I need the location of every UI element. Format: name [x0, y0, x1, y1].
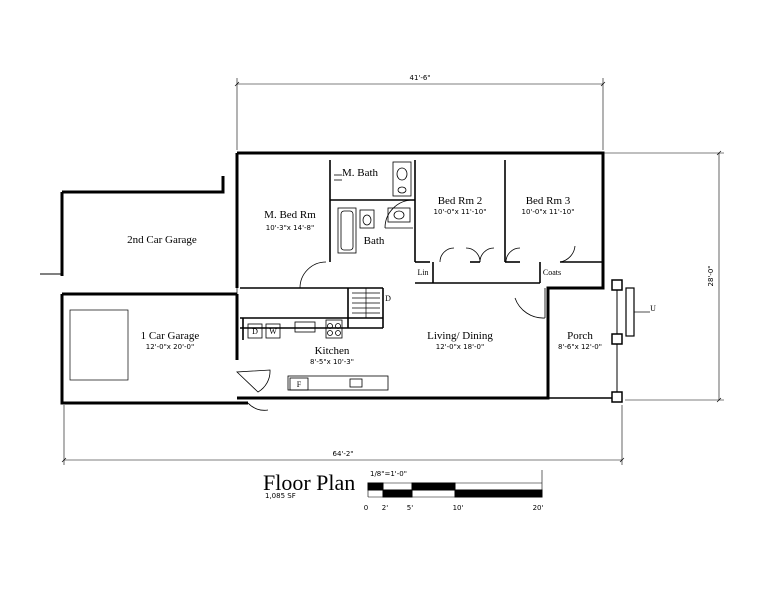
dryer-label: D [252, 327, 258, 336]
scale-label: 1/8"=1'-0" [370, 470, 407, 478]
room-label-kitchen: Kitchen [315, 345, 350, 357]
bath-fixtures [334, 161, 412, 254]
scale-tick-0: 0 [364, 504, 368, 512]
room-label-living: Living/ Dining [427, 330, 493, 342]
stair-down-label: D [385, 294, 391, 303]
room-size-master-bed: 10'-3"x 14'-8" [266, 224, 314, 232]
room-label-porch: Porch [567, 330, 593, 342]
dimension-right-depth: 28'-0" [707, 265, 715, 286]
exterior-walls [40, 151, 612, 405]
room-label-garage2: 2nd Car Garage [127, 234, 197, 246]
garage-windows [69, 286, 238, 381]
dimension-lines [61, 78, 724, 465]
room-label-bath: Bath [364, 235, 385, 247]
dimension-bottom-width: 64'-2" [332, 450, 353, 458]
dimension-top-width: 41'-6" [409, 74, 430, 82]
fridge-label: F [297, 380, 302, 389]
room-label-master-bath: M. Bath [342, 167, 379, 179]
room-label-linen: Lin [417, 268, 428, 277]
room-size-bed2: 10'-0"x 11'-10" [434, 208, 487, 216]
room-label-master-bed: M. Bed Rm [264, 209, 316, 221]
scale-tick-20: 20' [533, 504, 544, 512]
room-size-porch: 8'-6"x 12'-0" [558, 343, 602, 351]
room-label-garage1: 1 Car Garage [141, 330, 200, 342]
plan-area: 1,085 SF [265, 492, 296, 500]
porch-up-label: U [650, 304, 656, 313]
scale-bar [367, 470, 543, 498]
room-size-garage1: 12'-0"x 20'-0" [146, 343, 194, 351]
plan-title: Floor Plan [263, 470, 355, 495]
porch-structure [611, 279, 650, 403]
scale-tick-5: 5' [407, 504, 413, 512]
door-swings [236, 199, 576, 411]
room-label-coats: Coats [543, 268, 561, 277]
room-size-kitchen: 8'-5"x 10'-3" [310, 358, 354, 366]
scale-tick-10: 10' [453, 504, 464, 512]
room-size-living: 12'-0"x 18'-0" [436, 343, 484, 351]
stairs [352, 288, 380, 318]
kitchen-fixtures [247, 319, 389, 391]
scale-tick-2: 2' [382, 504, 388, 512]
washer-label: W [269, 327, 277, 336]
room-size-bed3: 10'-0"x 11'-10" [522, 208, 575, 216]
room-label-bed3: Bed Rm 3 [526, 195, 571, 207]
room-label-bed2: Bed Rm 2 [438, 195, 483, 207]
interior-walls [240, 160, 603, 340]
